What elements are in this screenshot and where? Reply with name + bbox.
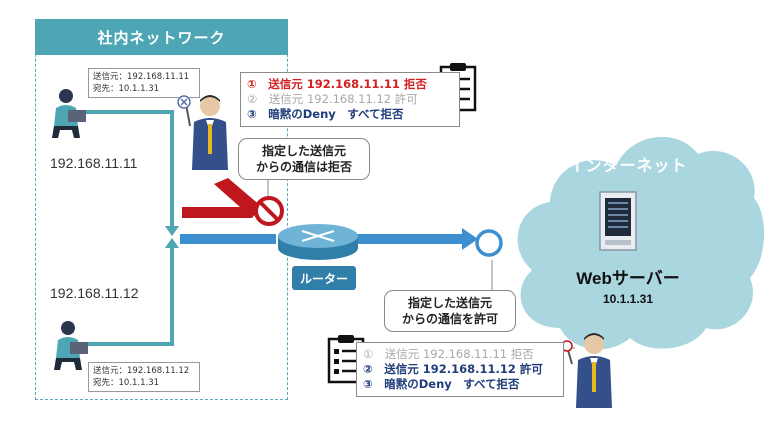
acl-rule-row: ③ 暗黙のDeny すべて拒否	[363, 377, 520, 391]
allow-callout: 指定した送信元 からの通信を許可	[384, 290, 516, 332]
pc-user-icon	[54, 321, 88, 370]
web-server-name: Webサーバー	[576, 269, 680, 288]
server-icon	[599, 191, 637, 251]
acl-rule-row: ② 送信元 192.168.11.12 許可	[247, 92, 418, 106]
pc1-packet-info: 送信元：192.168.11.11 宛先：10.1.1.31	[88, 68, 200, 98]
pc2-packet-src: 送信元：192.168.11.12	[93, 366, 190, 376]
acl-rule-row: ② 送信元 192.168.11.12 許可	[363, 362, 543, 376]
pc1-packet-src: 送信元：192.168.11.11	[93, 72, 190, 82]
acl-rules-bottom: ① 送信元 192.168.11.11 拒否 ② 送信元 192.168.11.…	[356, 342, 564, 397]
internal-network-title: 社内ネットワーク	[35, 19, 288, 55]
deny-icon	[254, 196, 284, 226]
pc-user-icon	[52, 89, 86, 138]
internet-cloud	[517, 136, 765, 350]
acl-rule-row: ① 送信元 192.168.11.11 拒否	[363, 347, 534, 361]
router-label: ルーター	[292, 266, 356, 290]
deny-callout: 指定した送信元 からの通信は拒否	[238, 138, 370, 180]
allow-icon	[475, 229, 503, 257]
router-icon	[278, 224, 358, 260]
pc2-packet-info: 送信元：192.168.11.12 宛先：10.1.1.31	[88, 362, 200, 392]
admin-person-icon	[561, 333, 612, 408]
pc1-ip-label: 192.168.11.11	[50, 155, 138, 171]
acl-rule-row: ① 送信元 192.168.11.11 拒否	[247, 77, 427, 91]
admin-person-icon	[177, 95, 228, 170]
pc2-packet-dst: 宛先：10.1.1.31	[93, 378, 160, 388]
acl-rule-row: ③ 暗黙のDeny すべて拒否	[247, 107, 404, 121]
pc1-packet-dst: 宛先：10.1.1.31	[93, 84, 160, 94]
internet-title: インターネット	[568, 156, 688, 175]
pc2-ip-label: 192.168.11.12	[50, 285, 139, 301]
web-server-ip: 10.1.1.31	[602, 292, 654, 306]
acl-rules-top: ① 送信元 192.168.11.11 拒否 ② 送信元 192.168.11.…	[240, 72, 460, 127]
